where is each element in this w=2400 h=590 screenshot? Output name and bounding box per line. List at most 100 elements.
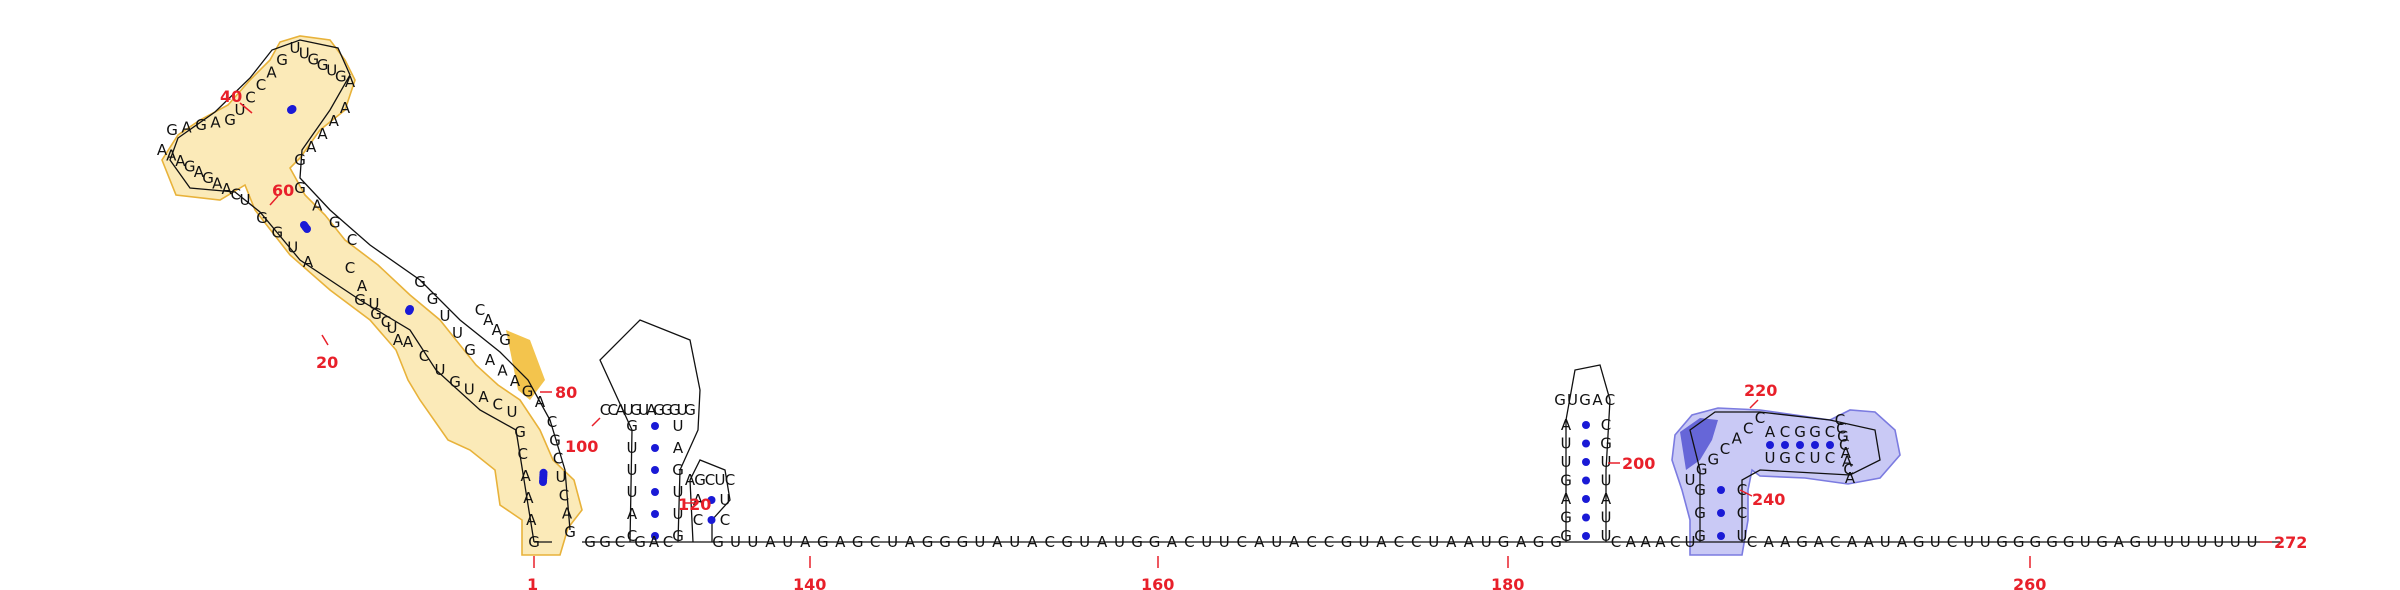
nucleotide-hp200_stem_5p: U xyxy=(1561,435,1572,453)
nucleotide-stem1_5p: G xyxy=(514,423,526,441)
nucleotide-tail: U xyxy=(1930,533,1941,551)
nucleotide-single_strand_main: G xyxy=(957,533,969,551)
nucleotide-single_strand_main: A xyxy=(1289,533,1300,551)
nucleotide-single_strand_main: U xyxy=(782,533,793,551)
nucleotide-single_strand_main: A xyxy=(1254,533,1265,551)
orange-highlight-region xyxy=(161,35,583,556)
nucleotide-bulge_20: U xyxy=(387,319,398,337)
nucleotide-int_loop_a: A xyxy=(478,388,489,406)
nucleotide-stem2_3p: G xyxy=(414,273,426,291)
nucleotide-tail: U xyxy=(1980,533,1991,551)
blue-highlight-accent xyxy=(1680,418,1718,470)
base-pair-dot xyxy=(1717,486,1725,494)
nucleotide-single_strand_main: U xyxy=(747,533,758,551)
nucleotide-stem3_5p: G xyxy=(271,224,283,242)
pos-60: 60 xyxy=(272,181,294,200)
nucleotide-stem1_3p: U xyxy=(556,468,567,486)
nucleotide-stem3_3p: G xyxy=(329,214,341,232)
nucleotide-hp100_loop: A xyxy=(646,401,657,419)
nucleotide-hp100_stem_5p: G xyxy=(626,417,638,435)
nucleotide-pk_loop_right: C xyxy=(1835,411,1845,429)
base-pair-dot xyxy=(1582,421,1590,429)
nucleotide-hp200_loop: U xyxy=(1567,391,1578,409)
nucleotide-stem3_3p: A xyxy=(312,196,323,214)
nucleotide-left_loop_outer: A xyxy=(194,163,205,181)
base-pair-dot xyxy=(1766,441,1774,449)
nucleotide-tail: A xyxy=(1780,533,1791,551)
nucleotide-pk_lower: U xyxy=(1810,449,1821,467)
base-pair-dot xyxy=(287,106,295,114)
base-pair-dot xyxy=(707,496,716,504)
nucleotide-pk_stem_3p: C xyxy=(1737,481,1747,499)
nucleotide-int_loop_b: A xyxy=(497,362,508,380)
nucleotide-between_hp: U xyxy=(1685,533,1696,551)
nucleotide-hp100_loop: U xyxy=(677,401,688,419)
nucleotide-stem2_3p: G xyxy=(427,290,439,308)
base-pair-dot xyxy=(406,305,414,313)
nucleotide-pk_lower: C xyxy=(1825,449,1835,467)
nucleotide-tail: G xyxy=(2063,533,2075,551)
nucleotide-int_loop_b: G xyxy=(522,383,534,401)
nucleotide-hp100_stem_5p: C xyxy=(627,527,637,545)
nucleotide-loop_right_80: C xyxy=(475,301,485,319)
nucleotide-stem1_3p: C xyxy=(559,486,569,504)
pos-220: 220 xyxy=(1744,381,1777,400)
nucleotide-linker_a: G xyxy=(584,533,596,551)
nucleotide-stem4_3p: G xyxy=(294,151,306,169)
nucleotide-tail: G xyxy=(2096,533,2108,551)
nucleotide-single_strand_main: C xyxy=(1237,533,1247,551)
nucleotide-hp200_stem_3p: G xyxy=(1600,435,1612,453)
nucleotide-single_strand_main: U xyxy=(1481,533,1492,551)
nucleotide-pk_loop_right: C xyxy=(1843,461,1853,479)
nucleotide-stem2_5p: A xyxy=(357,277,368,295)
nucleotide-stem4_5p: C xyxy=(256,76,266,94)
nucleotide-hp100_loop: G xyxy=(661,401,673,419)
pos-1: 1 xyxy=(527,575,538,590)
nucleotide-pk_upper: C xyxy=(1825,423,1835,441)
nucleotide-stem2_5p: C xyxy=(345,259,355,277)
nucleotide-single_strand_main: A xyxy=(800,533,811,551)
nucleotide-pk_loop_right: A xyxy=(1842,452,1853,470)
nucleotide-tail: A xyxy=(2114,533,2125,551)
nucleotide-stem2_3p: G xyxy=(464,341,476,359)
pos-120: 120 xyxy=(678,495,711,514)
nucleotide-hp120_stem_5p: C xyxy=(693,511,703,529)
pos-40: 40 xyxy=(220,87,242,106)
nucleotide-bulge_20: C xyxy=(419,347,429,365)
nucleotide-pk_loop_left: C xyxy=(1755,409,1765,427)
nucleotide-single_strand_main: U xyxy=(974,533,985,551)
nucleotide-single_strand_main: G xyxy=(1498,533,1510,551)
nucleotide-tail: C xyxy=(1947,533,1957,551)
nucleotide-single_strand_main: C xyxy=(1184,533,1194,551)
nucleotide-left_loop_upper: G xyxy=(195,116,207,134)
nucleotides: GAAACGGACUCGCUCAUGAGAAAUCAUGGACUACGUUGGA… xyxy=(157,39,2258,551)
nucleotide-stem2_5p: A xyxy=(393,331,404,349)
nucleotide-pk_lower: U xyxy=(1765,449,1776,467)
nucleotide-hp200_stem_3p: U xyxy=(1601,509,1612,527)
nucleotide-pk_loop_right: C xyxy=(1839,436,1849,454)
nucleotide-stem4_3p: A xyxy=(317,125,328,143)
nucleotide-hp120_loop: A xyxy=(685,471,696,489)
nucleotide-single_strand_main: G xyxy=(1131,533,1143,551)
nucleotide-pk_stem_5p: G xyxy=(1694,504,1706,522)
nucleotide-single_strand_main: A xyxy=(992,533,1003,551)
nucleotide-hp200_loop: G xyxy=(1579,391,1591,409)
nucleotide-single_strand_main: G xyxy=(852,533,864,551)
nucleotide-bulge_20: G xyxy=(370,305,382,323)
nucleotide-single_strand_main: U xyxy=(1201,533,1212,551)
nucleotide-tail: C xyxy=(1830,533,1840,551)
nucleotide-hp120_stem_5p: A xyxy=(693,491,704,509)
nucleotide-pk_loop_left: U xyxy=(1685,471,1696,489)
nucleotide-hp120_stem_3p: C xyxy=(720,511,730,529)
nucleotide-loop_right_80: A xyxy=(492,321,503,339)
nucleotide-tail: U xyxy=(2163,533,2174,551)
nucleotide-left_loop_upper: G xyxy=(166,121,178,139)
nucleotide-pk_loop_left: G xyxy=(1707,450,1719,468)
nucleotide-pk_stem_3p: C xyxy=(1737,504,1747,522)
nucleotide-loop_right_80: G xyxy=(499,331,511,349)
nucleotide-left_loop_upper: A xyxy=(210,114,221,132)
nucleotide-hp100_stem_5p: U xyxy=(627,483,638,501)
nucleotide-hp100_stem_3p: A xyxy=(673,439,684,457)
nucleotide-hp200_loop: A xyxy=(1592,391,1603,409)
